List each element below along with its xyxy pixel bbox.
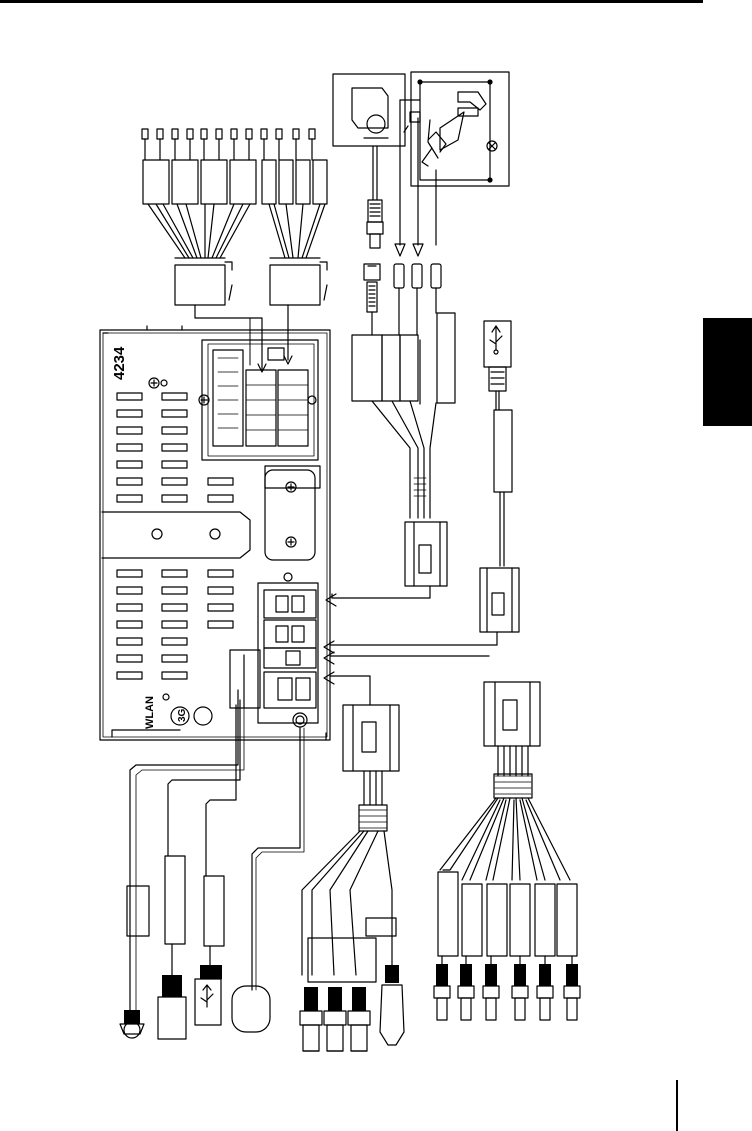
steering-remote-box — [400, 72, 509, 245]
camera-module — [333, 74, 405, 248]
head-unit: 4234 — [100, 326, 330, 740]
usb-plug-right — [324, 321, 519, 653]
rca-outputs-left — [300, 705, 404, 1051]
wlan-label: WLAN — [144, 696, 156, 729]
gps-antenna — [232, 728, 304, 1032]
rca-outputs-right — [434, 682, 580, 1020]
model-label: 4234 — [111, 346, 128, 380]
multi-pin-connector-3 — [264, 648, 316, 668]
iso-connector-a — [142, 129, 256, 305]
multi-pin-connector-1 — [264, 590, 316, 618]
multi-pin-connector-4 — [264, 672, 316, 708]
remote-plugs — [326, 244, 455, 606]
multi-pin-connector-2 — [264, 620, 316, 648]
left-cables — [120, 690, 244, 1039]
port-3g-label: 3G — [177, 708, 188, 722]
iso-connector-b — [261, 129, 327, 305]
